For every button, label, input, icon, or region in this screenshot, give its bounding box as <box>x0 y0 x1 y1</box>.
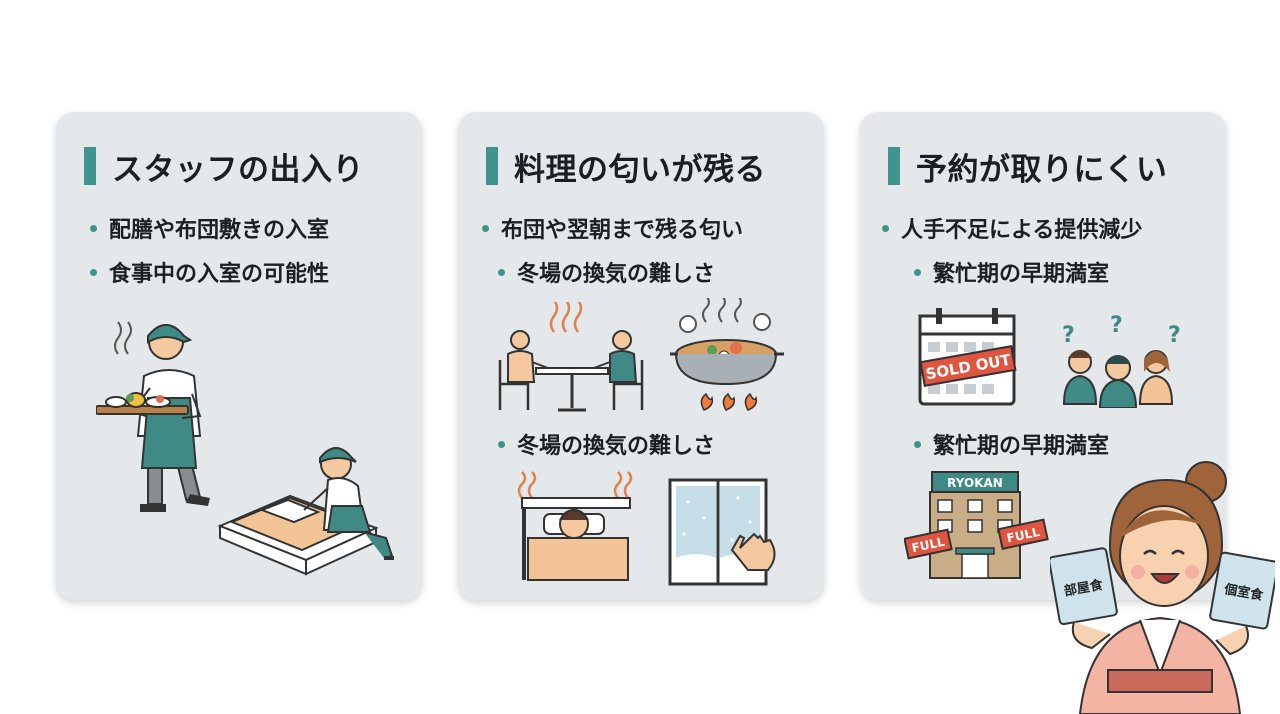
full-sign-right: FULL <box>1006 525 1042 546</box>
sleeping-person-illustration <box>514 468 638 582</box>
calendar-sold-out-illustration: SOLD OUT <box>916 308 1020 408</box>
card-food-smell: 料理の匂いが残る 布団や翌朝まで残る匂い 冬場の換気の難しさ <box>458 112 824 600</box>
confused-guests-illustration: ? ? ? <box>1056 312 1186 408</box>
bullet-dot <box>90 268 97 276</box>
bullet-dot <box>882 224 889 232</box>
card-title: 予約が取りにくい <box>888 146 1168 188</box>
futon-maid-illustration <box>216 422 401 582</box>
bullet-item: 配膳や布団敷きの入室 <box>90 212 329 244</box>
bullet-item: 冬場の換気の難しさ <box>498 256 715 288</box>
frosted-window-illustration <box>668 478 792 590</box>
bullet-dot <box>482 224 489 232</box>
title-accent-bar <box>486 147 498 185</box>
card-title: 料理の匂いが残る <box>486 146 766 188</box>
bullet-text: 繁忙期の早期満室 <box>933 262 1110 287</box>
bullet-item: 食事中の入室の可能性 <box>90 256 329 288</box>
card-staff-entry: スタッフの出入り 配膳や布団敷きの入室 食事中の入室の可能性 <box>56 112 422 600</box>
hotpot-illustration <box>666 298 790 416</box>
title-accent-bar <box>888 147 900 185</box>
svg-text:?: ? <box>1062 323 1075 348</box>
svg-text:?: ? <box>1110 313 1123 338</box>
bullet-dot <box>498 268 505 276</box>
card-title-text: 予約が取りにくい <box>916 151 1168 188</box>
ryokan-building-illustration: RYOKAN FULL FULL <box>904 470 1050 582</box>
bullet-text: 人手不足による提供減少 <box>901 218 1143 243</box>
bullet-dot <box>914 440 921 448</box>
bullet-item: 布団や翌朝まで残る匂い <box>482 212 743 244</box>
bullet-text: 配膳や布団敷きの入室 <box>109 218 330 243</box>
private-room-meal-card: 個室食 <box>1222 581 1265 604</box>
card-title-text: スタッフの出入り <box>112 151 364 188</box>
bullet-item: 人手不足による提供減少 <box>882 212 1142 244</box>
svg-text:?: ? <box>1168 323 1181 348</box>
bullet-item: 繁忙期の早期満室 <box>914 256 1109 288</box>
bullet-dot <box>498 440 505 448</box>
card-title: スタッフの出入り <box>84 146 364 188</box>
bullet-text: 繁忙期の早期満室 <box>933 434 1110 459</box>
ryokan-sign: RYOKAN <box>947 476 1003 490</box>
room-meal-card: 部屋食 <box>1063 577 1105 600</box>
bullet-text: 布団や翌朝まで残る匂い <box>501 218 744 243</box>
bullet-item: 冬場の換気の難しさ <box>498 428 715 460</box>
bullet-dot <box>914 268 921 276</box>
okami-woman-illustration: 部屋食 個室食 <box>1050 456 1275 714</box>
title-accent-bar <box>84 147 96 185</box>
waiter-illustration <box>96 298 256 518</box>
bullet-dot <box>90 224 97 232</box>
card-title-text: 料理の匂いが残る <box>514 151 766 188</box>
bullet-item: 繁忙期の早期満室 <box>914 428 1109 460</box>
full-sign-left: FULL <box>910 535 946 556</box>
bullet-text: 冬場の換気の難しさ <box>517 434 716 459</box>
bullet-text: 冬場の換気の難しさ <box>517 262 716 287</box>
bullet-text: 食事中の入室の可能性 <box>109 262 330 287</box>
dining-couple-illustration <box>496 302 646 414</box>
